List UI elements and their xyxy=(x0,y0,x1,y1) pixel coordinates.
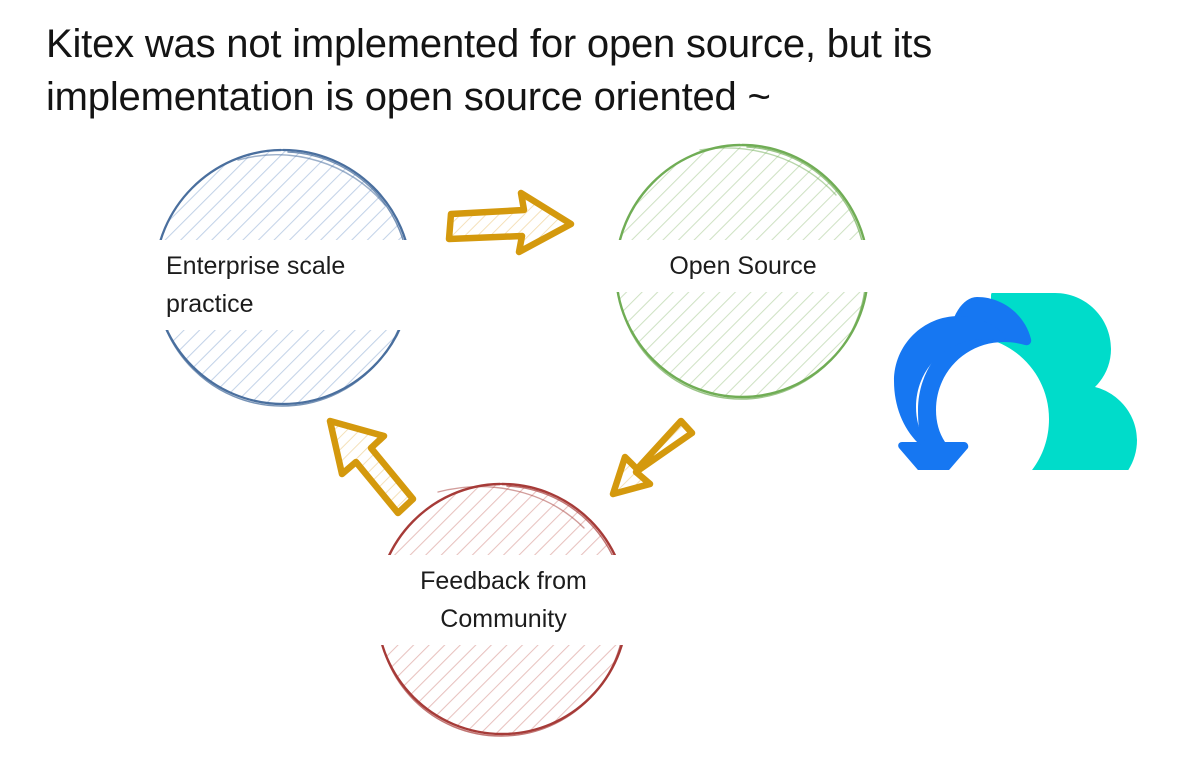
node-label-feedback-from-community: Feedback from Community xyxy=(362,555,645,645)
arrow-feedback-to-enterprise xyxy=(326,417,417,517)
cloudwego-logo-blue-arrow xyxy=(894,297,1032,470)
node-label-enterprise-scale-practice: Enterprise scale practice xyxy=(138,240,426,330)
node-label-open-source: Open Source xyxy=(608,240,878,292)
arrow-opensource-to-feedback xyxy=(609,417,696,498)
page-title: Kitex was not implemented for open sourc… xyxy=(46,22,943,119)
arrow-enterprise-to-opensource xyxy=(445,189,575,256)
cloudwego-logo xyxy=(880,285,1140,470)
